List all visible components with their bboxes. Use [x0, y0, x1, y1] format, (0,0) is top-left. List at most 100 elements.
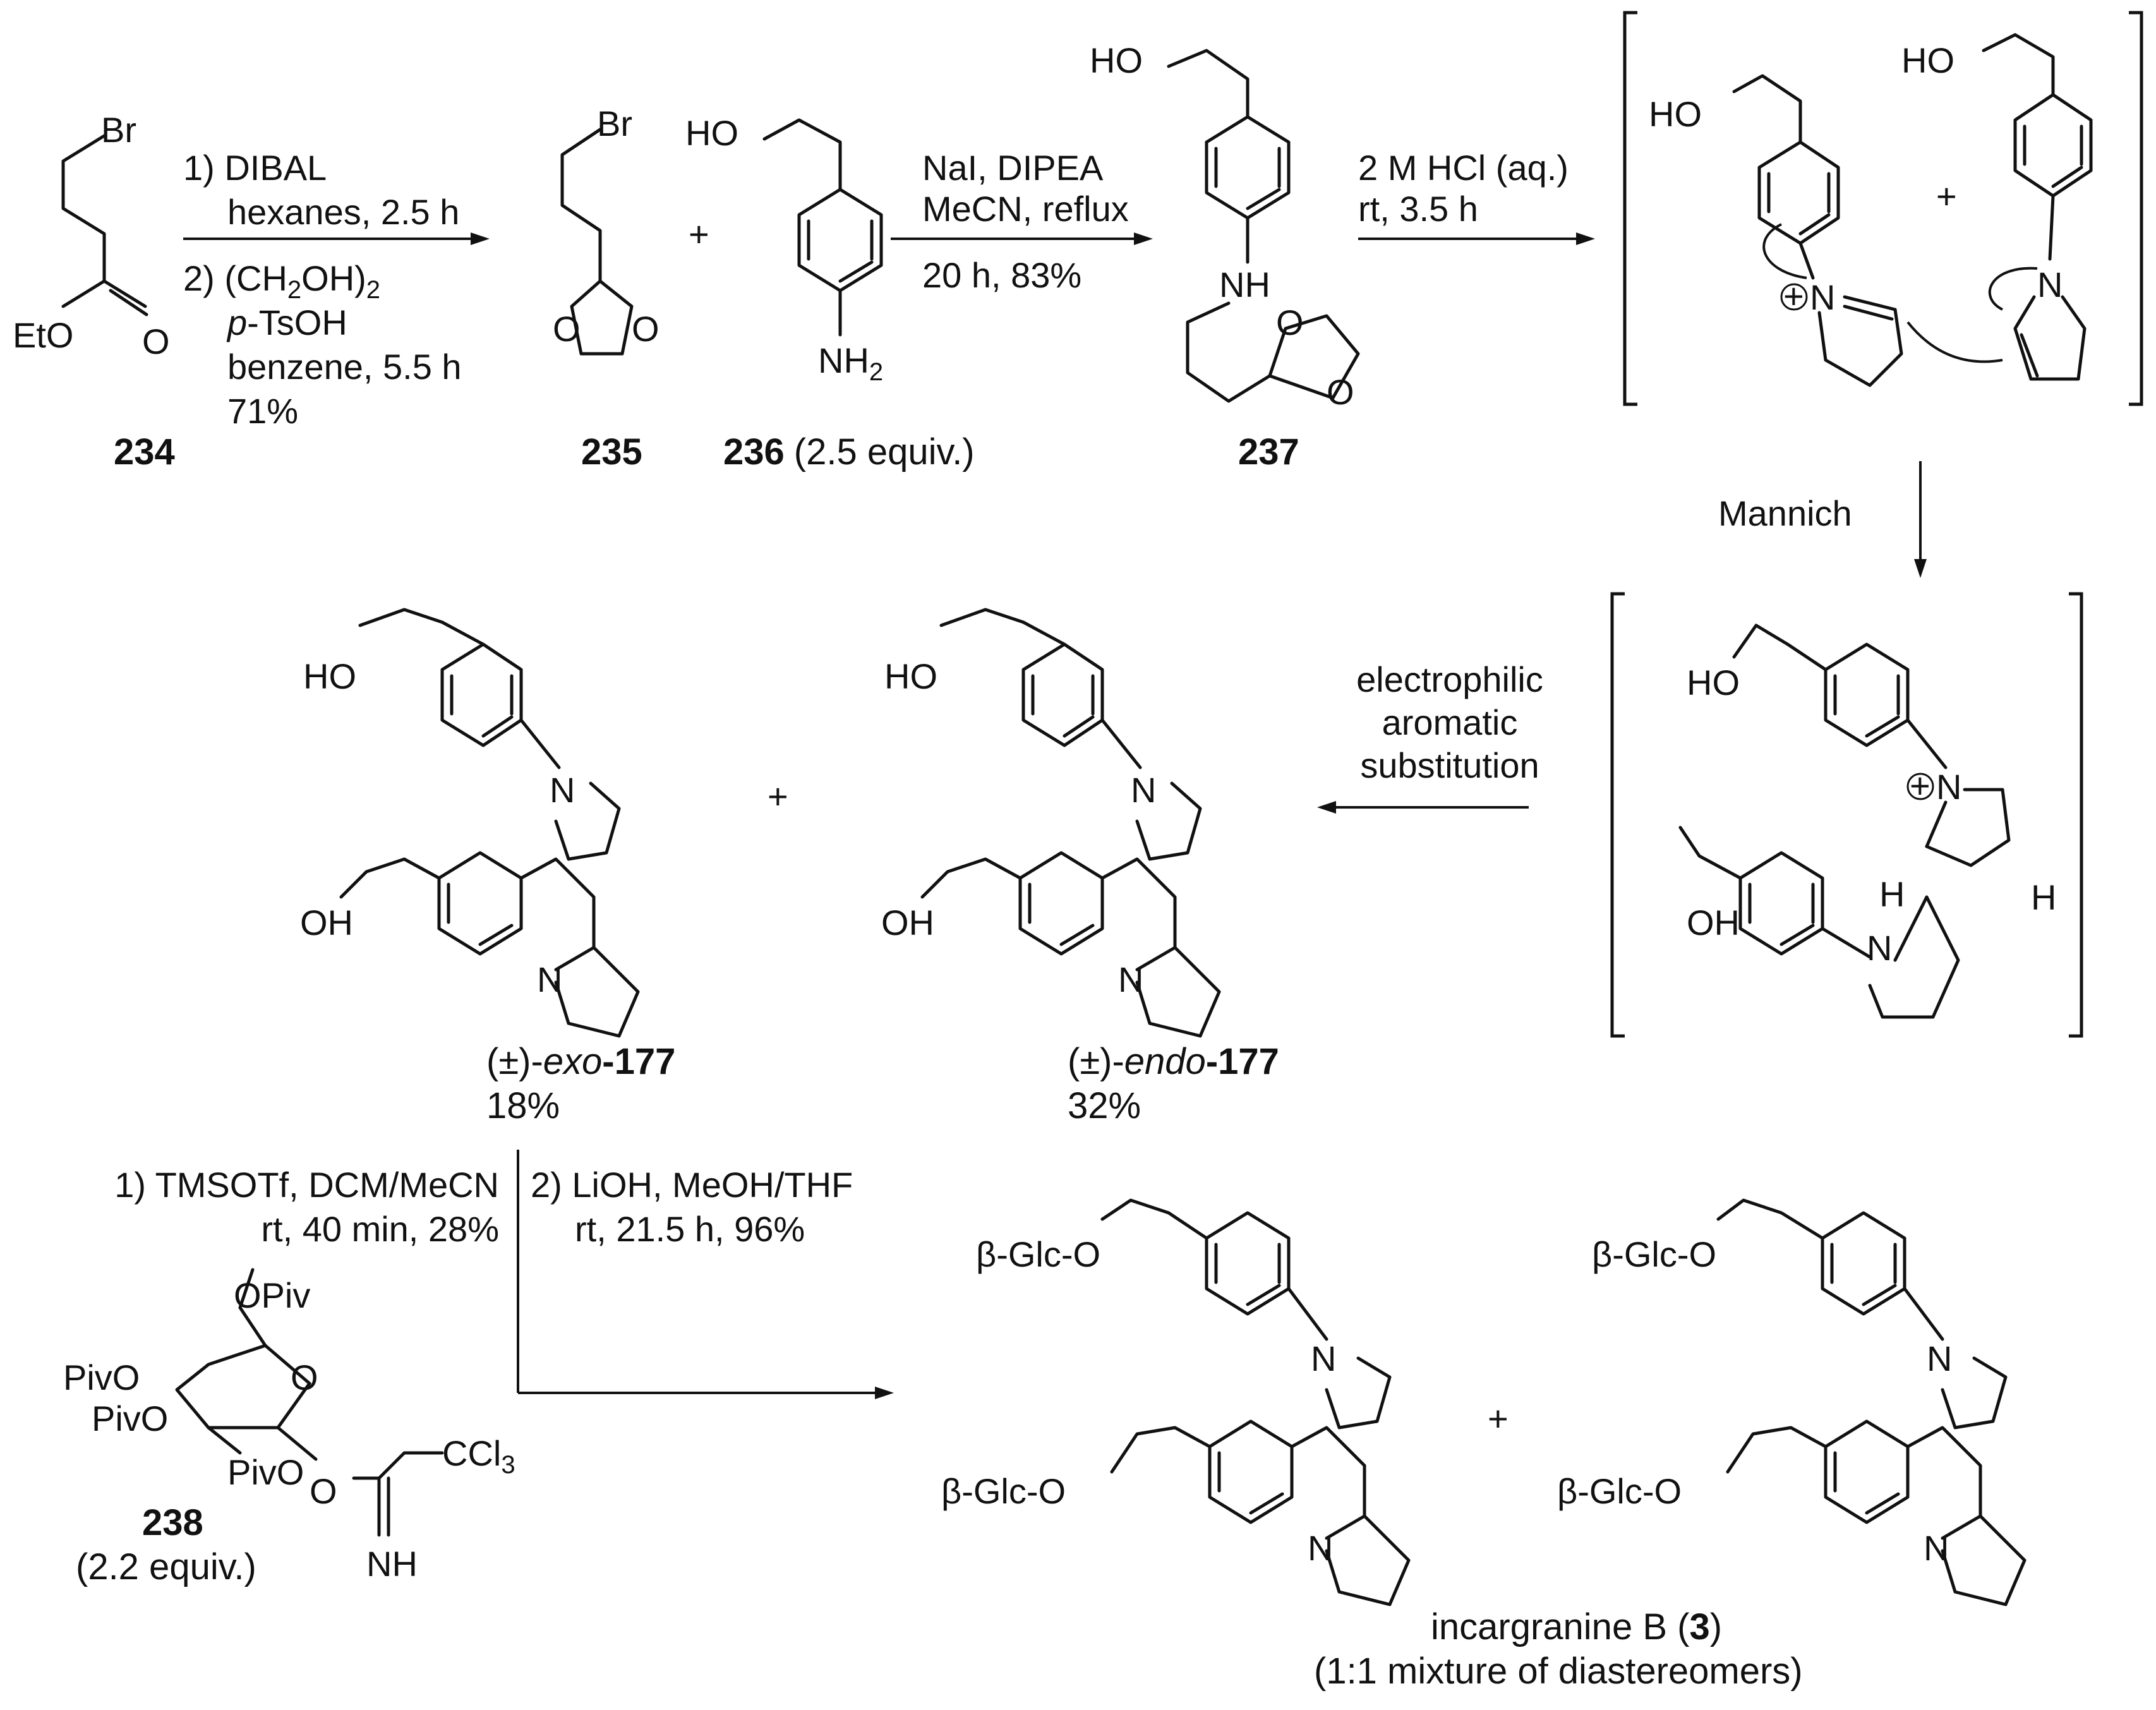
- atom-glc-a1: β-Glc-O: [976, 1234, 1100, 1274]
- molecule-enamine: HO N: [1901, 33, 2093, 381]
- molecule-237: HO NH O O: [1090, 40, 1360, 412]
- label-238-equiv: (2.2 equiv.): [76, 1546, 256, 1587]
- plus-charge-2: [1906, 773, 1934, 800]
- atom-n-enamine: N: [2037, 265, 2063, 304]
- atom-opiv-238: OPiv: [234, 1275, 310, 1315]
- yield-exo-177: 18%: [486, 1085, 560, 1126]
- molecule-238: OPiv PivO O PivO PivO O CCl3 NH: [63, 1268, 515, 1584]
- plus-charge-1: [1780, 283, 1808, 311]
- atom-o-238-anomeric: O: [310, 1471, 337, 1511]
- atom-n-b2: N: [1924, 1528, 1949, 1568]
- atom-n-adduct-1: N: [1936, 767, 1961, 807]
- cond-step1-line6: 71%: [227, 391, 298, 431]
- atom-n-iminium: N: [1810, 277, 1835, 317]
- bracket-mannich-adduct: [1610, 592, 2083, 1038]
- plus-4: +: [1488, 1399, 1509, 1438]
- label-238: 238: [142, 1502, 203, 1543]
- cond-step2-line1: NaI, DIPEA: [922, 148, 1104, 188]
- plus-1: +: [689, 214, 709, 254]
- arrow-step3: [1358, 232, 1595, 245]
- cond-step1-line2: hexanes, 2.5 h: [227, 192, 459, 232]
- atom-n-a1: N: [1311, 1339, 1336, 1378]
- atom-o-237b: O: [1327, 372, 1354, 412]
- molecule-endo-177: HO N OH N: [881, 608, 1221, 1038]
- label-exo-177: (±)-exo-177: [486, 1041, 675, 1082]
- atom-ho-adduct: HO: [1687, 663, 1740, 702]
- molecule-exo-177: HO N OH N: [300, 608, 640, 1038]
- cond-eas-line1: electrophilic: [1356, 659, 1543, 699]
- cond-step1-line5: benzene, 5.5 h: [227, 347, 462, 387]
- label-incargranine-note: (1:1 mixture of diastereomers): [1314, 1651, 1803, 1692]
- arrow-eas: [1317, 801, 1529, 814]
- atom-ho-237: HO: [1090, 40, 1143, 80]
- conditions-final-b: 2) LiOH, MeOH/THF rt, 21.5 h, 96%: [531, 1165, 853, 1249]
- cond-final-a-line2: rt, 40 min, 28%: [261, 1209, 499, 1249]
- curly-arrow-2: [1906, 321, 2003, 363]
- conditions-step1: 1) DIBAL hexanes, 2.5 h 2) (CH2OH)2 p-Ts…: [183, 148, 462, 431]
- atom-h-adduct-2: H: [2031, 877, 2056, 917]
- atom-ccl3: CCl3: [442, 1433, 515, 1479]
- molecule-234: Br EtO O: [13, 110, 170, 361]
- atom-n-adduct-2: N: [1867, 928, 1892, 968]
- cond-mannich: Mannich: [1718, 493, 1852, 533]
- label-237: 237: [1238, 431, 1299, 473]
- atom-nh2-236: NH2: [818, 340, 883, 386]
- arrow-final: [517, 1150, 894, 1399]
- conditions-final-a: 1) TMSOTf, DCM/MeCN rt, 40 min, 28%: [114, 1165, 499, 1249]
- cond-eas-line3: substitution: [1360, 745, 1539, 785]
- atom-o-237a: O: [1276, 303, 1304, 342]
- label-236: 236(2.5 equiv.): [723, 431, 975, 473]
- atom-eto: EtO: [13, 315, 73, 355]
- atom-ho-enamine: HO: [1901, 40, 1954, 80]
- atom-n-a2: N: [1308, 1528, 1333, 1568]
- curly-arrow-3: [1988, 267, 2038, 311]
- atom-h-adduct-1: H: [1879, 874, 1905, 914]
- atom-o-238-ring: O: [291, 1358, 318, 1397]
- atom-glc-b1: β-Glc-O: [1592, 1234, 1716, 1274]
- cond-step2-line2: MeCN, reflux: [922, 189, 1129, 229]
- cond-final-a-line1: 1) TMSOTf, DCM/MeCN: [114, 1165, 499, 1205]
- atom-n-endo-2: N: [1118, 960, 1143, 999]
- cond-final-b-line1: 2) LiOH, MeOH/THF: [531, 1165, 853, 1205]
- atom-o-235a: O: [553, 309, 581, 349]
- atom-br-235: Br: [597, 104, 632, 143]
- label-endo-177: (±)-endo-177: [1068, 1041, 1279, 1082]
- yield-endo-177: 32%: [1068, 1085, 1141, 1126]
- plus-charge-1-sign: +: [1783, 276, 1804, 316]
- atom-br-234: Br: [101, 110, 136, 150]
- cond-eas-line2: aromatic: [1382, 702, 1518, 742]
- cond-step2-line3: 20 h, 83%: [922, 255, 1081, 295]
- plus-charge-2-sign: +: [1910, 766, 1930, 805]
- molecule-iminium: HO N +: [1649, 74, 1903, 387]
- atom-ho-iminium: HO: [1649, 94, 1702, 134]
- atom-pivo-238b: PivO: [92, 1399, 168, 1438]
- plus-2: +: [1936, 176, 1957, 216]
- arrow-step2: [891, 232, 1153, 245]
- atom-glc-a2: β-Glc-O: [941, 1471, 1066, 1511]
- atom-o-235b: O: [632, 309, 659, 349]
- bracket-iminium-pair: [1623, 11, 2143, 406]
- molecule-mannich-adduct: HO N + H H OH N: [1678, 623, 2056, 1019]
- atom-ho-endo: HO: [884, 656, 937, 696]
- cond-step3-line1: 2 M HCl (aq.): [1358, 148, 1569, 188]
- label-incargranine: incargranine B (3): [1431, 1606, 1722, 1647]
- atom-n-b1: N: [1927, 1339, 1952, 1378]
- molecule-incargranine-a: β-Glc-O N β-Glc-O N: [941, 1198, 1411, 1606]
- atom-oh-adduct: OH: [1687, 903, 1740, 942]
- conditions-step3: 2 M HCl (aq.) rt, 3.5 h: [1358, 148, 1569, 229]
- conditions-eas: electrophilic aromatic substitution: [1356, 659, 1543, 785]
- conditions-step2: NaI, DIPEA MeCN, reflux 20 h, 83%: [922, 148, 1129, 295]
- molecule-incargranine-b: β-Glc-O N β-Glc-O N: [1557, 1198, 2027, 1606]
- curly-arrow-1: [1762, 223, 1807, 279]
- molecule-235: Br O O: [553, 104, 659, 356]
- atom-oh-exo: OH: [300, 903, 353, 942]
- arrow-mannich: [1914, 461, 1927, 578]
- atom-nh-238: NH: [366, 1544, 418, 1584]
- atom-ho-exo: HO: [303, 656, 356, 696]
- atom-n-exo-1: N: [550, 770, 575, 810]
- atom-nh-237: NH: [1219, 265, 1270, 304]
- atom-o-234: O: [142, 322, 170, 361]
- cond-final-b-line2: rt, 21.5 h, 96%: [575, 1209, 805, 1249]
